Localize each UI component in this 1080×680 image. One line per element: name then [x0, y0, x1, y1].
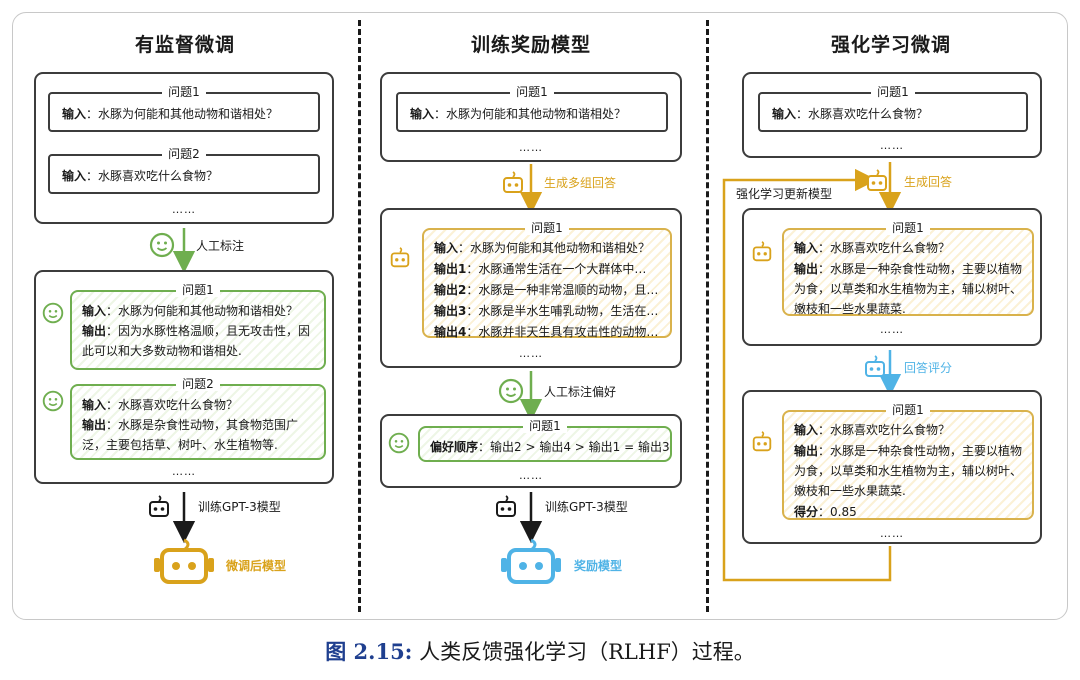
preference-line: 偏好顺序：输出2 > 输出4 > 输出1 = 输出3: [430, 440, 670, 454]
question-title: 问题2: [176, 377, 220, 391]
output-2-line: 输出2：水豚是一种非常温顺的动物，且…: [434, 283, 659, 297]
robot-icon: [862, 354, 888, 384]
caption-text: 人类反馈强化学习（RLHF）过程。: [419, 640, 755, 664]
output-line: 输出：水豚是一种杂食性动物，主要以植物: [794, 444, 1023, 458]
column-divider-2: [706, 20, 709, 612]
rl-mid-panel: 问题1 输入：水豚喜欢吃什么食物？ 输出：水豚是一种杂食性动物，主要以植物 为食…: [742, 208, 1042, 346]
reward-robot-icon: [499, 538, 563, 590]
output-4-line: 输出4：水豚并非天生具有攻击性的动物…: [434, 325, 659, 339]
rm-bottom-panel: 问题1 偏好顺序：输出2 > 输出4 > 输出1 = 输出3 ……: [380, 414, 682, 488]
more-dots: ……: [880, 323, 904, 336]
sft-top-q2: 问题2 输入：水豚喜欢吃什么食物？: [48, 147, 320, 194]
output-line-cont: 嫩枝和一些水果蔬菜.: [794, 302, 906, 316]
output-line-cont: 为食，以草类和水生植物为主，辅以树叶、: [794, 282, 1023, 296]
human-face-icon: [388, 432, 410, 458]
robot-icon: [146, 494, 172, 524]
rm-top-panel: 问题1 输入：水豚为何能和其他动物和谐相处？ ……: [380, 72, 682, 162]
finetuned-robot-icon: [152, 538, 216, 590]
question-title: 问题1: [523, 419, 567, 433]
robot-icon: [388, 246, 412, 274]
robot-icon: [750, 430, 774, 458]
finetuned-model-label: 微调后模型: [226, 559, 287, 573]
input-line: 输入：水豚喜欢吃什么食物？: [794, 241, 951, 255]
output-line-cont: 嫩枝和一些水果蔬菜.: [794, 484, 906, 498]
sft-top-q1: 问题1 输入：水豚为何能和其他动物和谐相处？: [48, 85, 320, 132]
sft-bottom-panel: 问题1 输入：水豚为何能和其他动物和谐相处？ 输出：因为水豚性格温顺，且无攻击性…: [34, 270, 334, 484]
robot-icon: [750, 240, 774, 268]
update-loop-arrow: [722, 168, 892, 582]
input-line: 输入：水豚喜欢吃什么食物？: [82, 398, 239, 412]
robot-icon: [864, 168, 890, 198]
input-line: 输入：水豚喜欢吃什么食物？: [772, 107, 929, 121]
figure-caption: 图 2.15: 人类反馈强化学习（RLHF）过程。: [0, 636, 1080, 666]
sft-title: 有监督微调: [134, 34, 235, 56]
rm-top-q1: 问题1 输入：水豚为何能和其他动物和谐相处？: [396, 85, 668, 132]
question-title: 问题1: [162, 85, 206, 99]
question-title: 问题1: [886, 221, 930, 235]
human-face-icon: [42, 390, 64, 416]
question-title: 问题1: [176, 283, 220, 297]
output-1-line: 输出1：水豚通常生活在一个大群体中…: [434, 262, 647, 276]
input-line: 输入：水豚为何能和其他动物和谐相处？: [434, 241, 651, 255]
more-dots: ……: [519, 141, 543, 154]
pref-label: 人工标注偏好: [544, 385, 617, 399]
input-line: 输入：水豚喜欢吃什么食物？: [62, 169, 219, 183]
rm-title: 训练奖励模型: [470, 34, 591, 56]
output-line-cont: 此可以和大多数动物和谐相处.: [82, 344, 242, 358]
score-line: 得分：0.85: [794, 505, 857, 519]
output-line-cont: 为食，以草类和水生植物为主，辅以树叶、: [794, 464, 1023, 478]
more-dots: ……: [172, 203, 196, 216]
question-title: 问题2: [162, 147, 206, 161]
question-title: 问题1: [871, 85, 915, 99]
sft-bottom-q2: 问题2 输入：水豚喜欢吃什么食物？ 输出：水豚是杂食性动物，其食物范围广 泛，主…: [70, 377, 326, 460]
input-line: 输入：水豚为何能和其他动物和谐相处？: [62, 107, 279, 121]
more-dots: ……: [880, 527, 904, 540]
annotate-label: 人工标注: [196, 239, 245, 253]
question-title: 问题1: [525, 221, 569, 235]
input-line: 输入：水豚为何能和其他动物和谐相处？: [82, 304, 299, 318]
column-divider-1: [358, 20, 361, 612]
caption-number: 图 2.15:: [325, 639, 413, 664]
output-line-cont: 泛，主要包括草、树叶、水生植物等.: [82, 438, 278, 452]
output-line: 输出：水豚是一种杂食性动物，主要以植物: [794, 262, 1023, 276]
output-3-line: 输出3：水豚是半水生哺乳动物，生活在…: [434, 304, 659, 318]
more-dots: ……: [519, 347, 543, 360]
train-label: 训练GPT-3模型: [545, 500, 628, 514]
input-line: 输入：水豚喜欢吃什么食物？: [794, 423, 951, 437]
rl-title: 强化学习微调: [830, 34, 951, 56]
rl-bottom-panel: 问题1 输入：水豚喜欢吃什么食物？ 输出：水豚是一种杂食性动物，主要以植物 为食…: [742, 390, 1042, 544]
human-face-icon: [498, 378, 524, 408]
rl-update-label: 强化学习更新模型: [736, 187, 833, 201]
human-face-icon: [42, 302, 64, 328]
robot-icon: [500, 170, 526, 200]
more-dots: ……: [880, 139, 904, 152]
output-line: 输出：因为水豚性格温顺，且无攻击性，因: [82, 324, 311, 338]
rl-top-panel: 问题1 输入：水豚喜欢吃什么食物？ ……: [742, 72, 1042, 158]
sft-top-panel: 问题1 输入：水豚为何能和其他动物和谐相处？ 问题2 输入：水豚喜欢吃什么食物？…: [34, 72, 334, 224]
reward-model-label: 奖励模型: [574, 559, 623, 573]
robot-icon: [493, 494, 519, 524]
rl-generate-label: 生成回答: [904, 175, 953, 189]
sft-bottom-q1: 问题1 输入：水豚为何能和其他动物和谐相处？ 输出：因为水豚性格温顺，且无攻击性…: [70, 283, 326, 370]
rm-mid-panel: 问题1 输入：水豚为何能和其他动物和谐相处？ 输出1：水豚通常生活在一个大群体中…: [380, 208, 682, 368]
score-label: 回答评分: [904, 361, 953, 375]
question-title: 问题1: [510, 85, 554, 99]
rl-mid-q1: 问题1 输入：水豚喜欢吃什么食物？ 输出：水豚是一种杂食性动物，主要以植物 为食…: [782, 221, 1034, 316]
human-face-icon: [149, 232, 175, 262]
rm-bottom-q1: 问题1 偏好顺序：输出2 > 输出4 > 输出1 = 输出3: [418, 419, 672, 462]
rm-mid-q1: 问题1 输入：水豚为何能和其他动物和谐相处？ 输出1：水豚通常生活在一个大群体中…: [422, 221, 672, 339]
question-title: 问题1: [886, 403, 930, 417]
input-line: 输入：水豚为何能和其他动物和谐相处？: [410, 107, 627, 121]
rl-top-q1: 问题1 输入：水豚喜欢吃什么食物？: [758, 85, 1028, 132]
more-dots: ……: [519, 469, 543, 482]
rl-bottom-q1: 问题1 输入：水豚喜欢吃什么食物？ 输出：水豚是一种杂食性动物，主要以植物 为食…: [782, 403, 1034, 520]
generate-label: 生成多组回答: [544, 176, 617, 190]
more-dots: ……: [172, 465, 196, 478]
output-line: 输出：水豚是杂食性动物，其食物范围广: [82, 418, 299, 432]
train-label: 训练GPT-3模型: [198, 500, 281, 514]
